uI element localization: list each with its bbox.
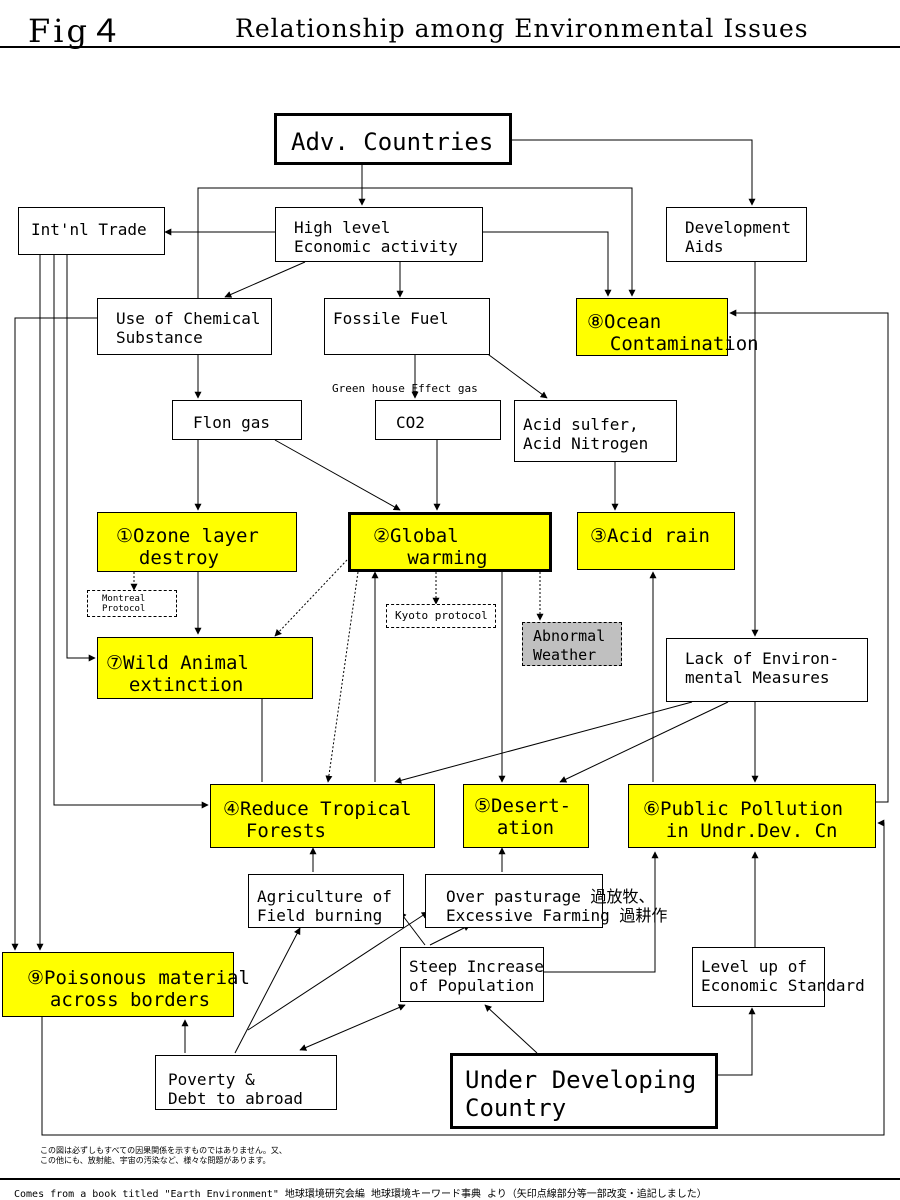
under-developing-country-node: Under Developing Country bbox=[450, 1053, 718, 1129]
agriculture-field-burning-node: Agriculture of Field burning bbox=[248, 874, 404, 928]
steep-population-node: Steep Increase of Population bbox=[400, 947, 544, 1002]
ocean-contamination-node: ⑧Ocean Contamination bbox=[576, 298, 759, 356]
tropical-forests-node: ④Reduce Tropical Forests bbox=[210, 784, 435, 848]
figure-title: Relationship among Environmental Issues bbox=[235, 14, 809, 43]
greenhouse-label: Green house Effect gas bbox=[332, 382, 478, 395]
co2-node: CO2 bbox=[375, 400, 501, 440]
public-pollution-node: ⑥Public Pollution in Undr.Dev. Cn bbox=[628, 784, 876, 848]
figure-number: Fig４ bbox=[28, 12, 125, 50]
abnormal-weather-node: Abnormal Weather bbox=[522, 622, 622, 666]
kyoto-protocol-node: Kyoto protocol bbox=[386, 604, 496, 628]
global-warming-node: ②Global warming bbox=[348, 512, 552, 572]
montreal-protocol-node: Montreal Protocol bbox=[87, 590, 177, 617]
figure-header: Fig４ Relationship among Environmental Is… bbox=[0, 0, 900, 50]
note-text: この図は必ずしもすべての因果関係を示すものではありません。又、 この他にも、放射… bbox=[40, 1146, 287, 1165]
source-footer: Comes from a book titled "Earth Environm… bbox=[14, 1189, 707, 1200]
poverty-debt-node: Poverty & Debt to abroad bbox=[155, 1055, 337, 1110]
adv-countries-node: Adv. Countries bbox=[274, 113, 512, 165]
chemical-substance-node: Use of Chemical Substance bbox=[97, 298, 272, 355]
acid-sulfer-node: Acid sulfer, Acid Nitrogen bbox=[514, 400, 677, 462]
ozone-layer-node: ①Ozone layer destroy bbox=[97, 512, 297, 572]
flon-gas-node: Flon gas bbox=[172, 400, 302, 440]
economic-standard-node: Level up of Economic Standard bbox=[692, 947, 865, 1007]
over-pasturage-node: Over pasturage 過放牧、 Excessive Farming 過耕… bbox=[425, 874, 667, 928]
desertation-node: ⑤Desert- ation bbox=[463, 784, 589, 848]
acid-rain-node: ③Acid rain bbox=[577, 512, 735, 570]
intl-trade-node: Int'nl Trade bbox=[18, 207, 165, 255]
fossil-fuel-node: Fossile Fuel bbox=[324, 298, 490, 355]
wild-animal-node: ⑦Wild Animal extinction bbox=[97, 637, 313, 699]
footer-divider bbox=[0, 1178, 900, 1180]
lack-env-measures-node: Lack of Environ- mental Measures bbox=[666, 638, 868, 702]
high-level-economic-node: High level Economic activity bbox=[275, 207, 483, 262]
poisonous-material-node: ⑨Poisonous material across borders bbox=[2, 952, 250, 1017]
development-aids-node: Development Aids bbox=[666, 207, 807, 262]
